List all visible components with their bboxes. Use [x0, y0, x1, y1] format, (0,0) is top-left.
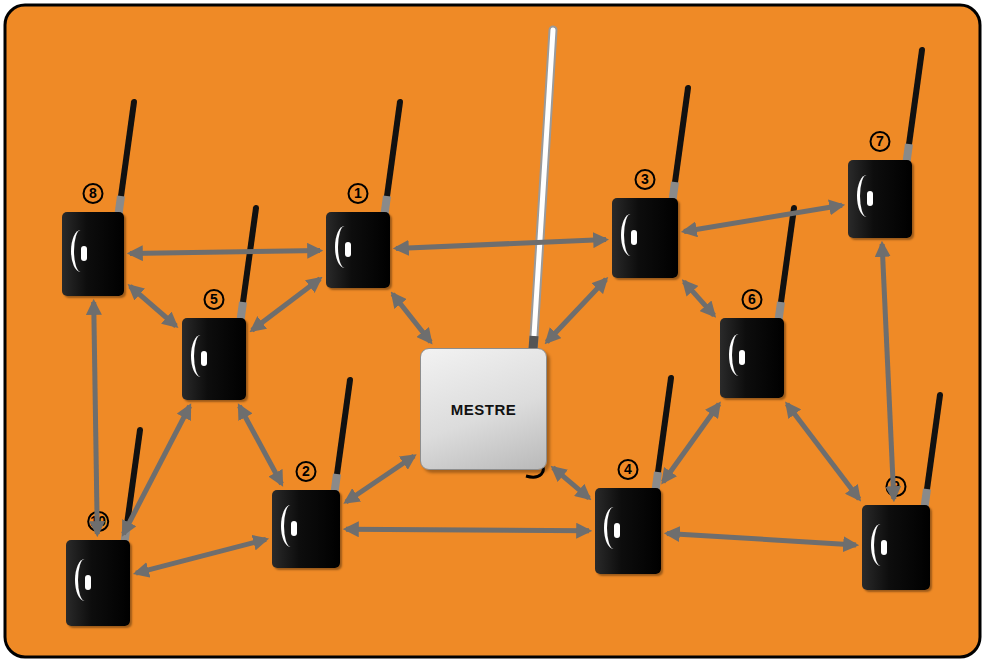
radio-link	[130, 286, 176, 326]
wireless-device: 9	[862, 505, 930, 590]
callout-number: 10	[87, 511, 109, 532]
wireless-device: 4	[595, 488, 661, 574]
device-indicator	[201, 351, 207, 366]
radio-link	[252, 279, 320, 330]
master-antenna	[532, 30, 553, 362]
wireless-device: 6	[720, 318, 784, 398]
device-indicator	[614, 523, 620, 538]
callout-number: 7	[870, 131, 891, 152]
device-antennas	[118, 50, 940, 546]
radio-link	[787, 404, 859, 499]
wireless-device: 2	[272, 490, 340, 568]
wireless-device: 7	[848, 160, 912, 238]
callout-number: 2	[296, 461, 317, 482]
wireless-device: 1	[326, 212, 390, 288]
callout-number: 1	[348, 183, 369, 204]
wireless-device: 3	[612, 198, 678, 278]
master-label: MESTRE	[451, 401, 517, 418]
radio-link	[123, 406, 189, 534]
callout-number: 6	[742, 289, 763, 310]
device-indicator	[867, 191, 873, 206]
device-indicator	[85, 575, 91, 590]
device-indicator	[739, 350, 745, 365]
wireless-device: 5	[182, 318, 246, 400]
callout-number: 4	[618, 459, 639, 480]
wireless-device: 10	[66, 540, 130, 626]
radio-link	[684, 205, 842, 231]
radio-link	[239, 406, 281, 484]
radio-link	[94, 302, 98, 534]
radio-link	[663, 404, 719, 482]
device-indicator	[631, 230, 637, 245]
device-indicator	[345, 242, 351, 257]
panel-background	[5, 5, 980, 657]
radio-link	[393, 294, 431, 342]
radio-link	[882, 244, 894, 499]
callout-number: 8	[83, 183, 104, 204]
radio-link	[130, 251, 320, 254]
callout-number: 5	[204, 289, 225, 310]
radio-link	[684, 282, 714, 316]
callout-number: 3	[635, 169, 656, 190]
device-indicator	[81, 246, 87, 261]
master-unit: MESTRE	[420, 348, 547, 470]
device-indicator	[881, 540, 887, 555]
radio-link	[667, 533, 856, 545]
callout-number: 9	[886, 476, 907, 497]
radio-link	[136, 539, 266, 573]
radio-link	[346, 456, 414, 502]
radio-link	[346, 529, 589, 531]
radio-link	[396, 240, 606, 249]
radio-link	[553, 468, 589, 498]
radio-link	[547, 279, 606, 342]
wireless-device: 8	[62, 212, 124, 296]
device-indicator	[291, 521, 297, 536]
